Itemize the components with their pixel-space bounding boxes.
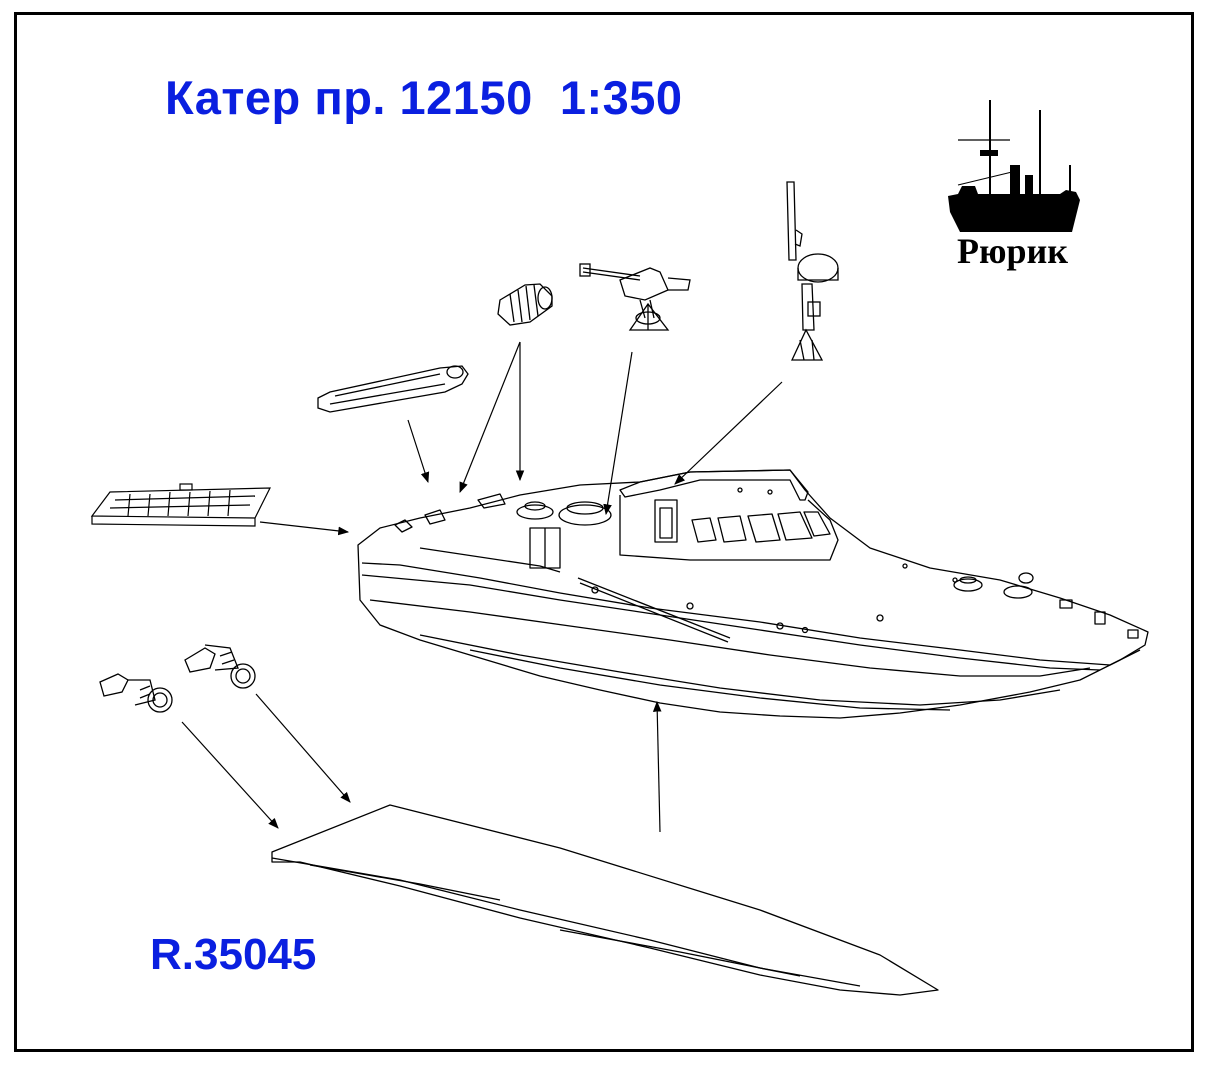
mast-radar-part	[786, 181, 839, 361]
waterjet-unit-part-1	[99, 673, 173, 713]
page-title: Катер пр. 12150 1:350	[165, 71, 683, 124]
boat-hull-assembly	[357, 469, 1149, 719]
assembly-arrows	[181, 341, 783, 833]
hull-bottom-plate	[271, 804, 939, 996]
inflatable-boat-part	[317, 365, 469, 413]
machine-gun-part	[579, 263, 691, 331]
liferaft-canister-part	[497, 283, 553, 326]
brand-ship-logo	[948, 100, 1080, 232]
page-frame	[14, 12, 1194, 1052]
brand-name: Рюрик	[957, 231, 1069, 271]
product-code: R.35045	[150, 930, 317, 979]
waterjet-unit-part-2	[184, 644, 256, 689]
railing-grille-part	[90, 483, 271, 527]
